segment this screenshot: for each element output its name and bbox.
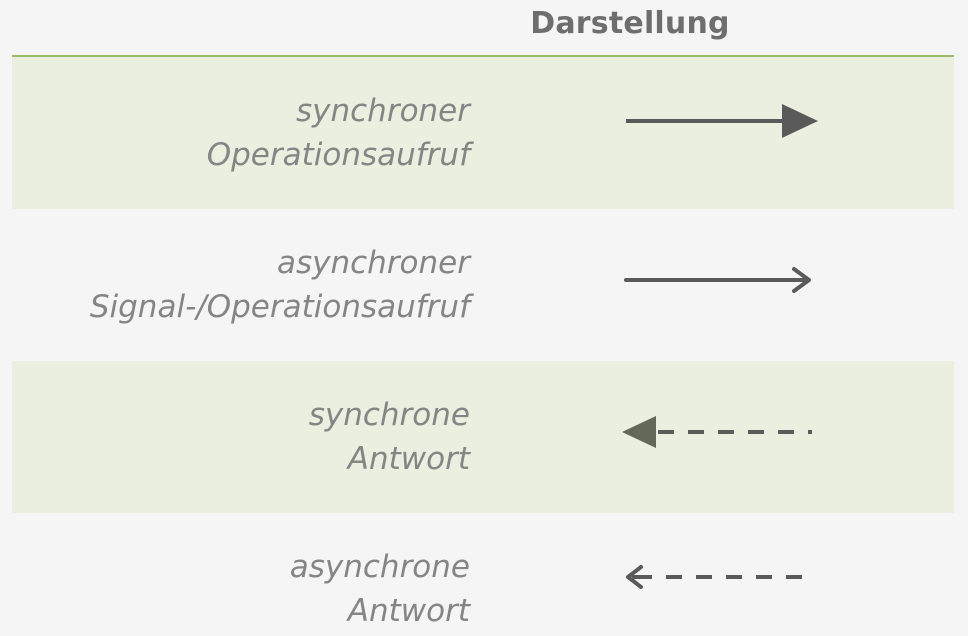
row-label: synchroner Operationsaufruf <box>207 57 470 209</box>
solid-filled-arrow-right-icon <box>626 104 818 138</box>
header-divider <box>12 55 954 57</box>
row-label-line2: Signal-/Operationsaufruf <box>89 289 470 325</box>
dashed-filled-arrow-left-icon <box>622 416 812 448</box>
row-label: asynchroner Signal-/Operationsaufruf <box>90 209 470 361</box>
row-label: synchrone Antwort <box>309 361 470 513</box>
table-row-asynchronous-call: asynchroner Signal-/Operationsaufruf <box>12 209 954 361</box>
row-label-line1: synchrone <box>308 397 470 433</box>
row-label-line2: Antwort <box>347 593 470 629</box>
row-label-line2: Operationsaufruf <box>206 137 470 173</box>
table-row-synchronous-reply: synchrone Antwort <box>12 361 954 513</box>
row-label-line1: asynchrone <box>289 549 470 585</box>
arrow-cell <box>612 57 852 209</box>
table-header: Darstellung <box>0 0 968 57</box>
arrow-cell <box>612 513 852 636</box>
dashed-open-arrow-left-icon <box>626 565 812 589</box>
table-row-synchronous-call: synchroner Operationsaufruf <box>12 57 954 209</box>
solid-open-arrow-right-icon <box>624 267 811 293</box>
table-row-asynchronous-reply: asynchrone Antwort <box>12 513 954 636</box>
arrow-cell <box>612 361 852 513</box>
row-label-line1: asynchroner <box>276 245 470 281</box>
arrow-cell <box>612 209 852 361</box>
column-header-darstellung: Darstellung <box>530 6 730 41</box>
row-label: asynchrone Antwort <box>290 513 470 636</box>
row-label-line2: Antwort <box>347 441 470 477</box>
row-label-line1: synchroner <box>295 93 470 129</box>
